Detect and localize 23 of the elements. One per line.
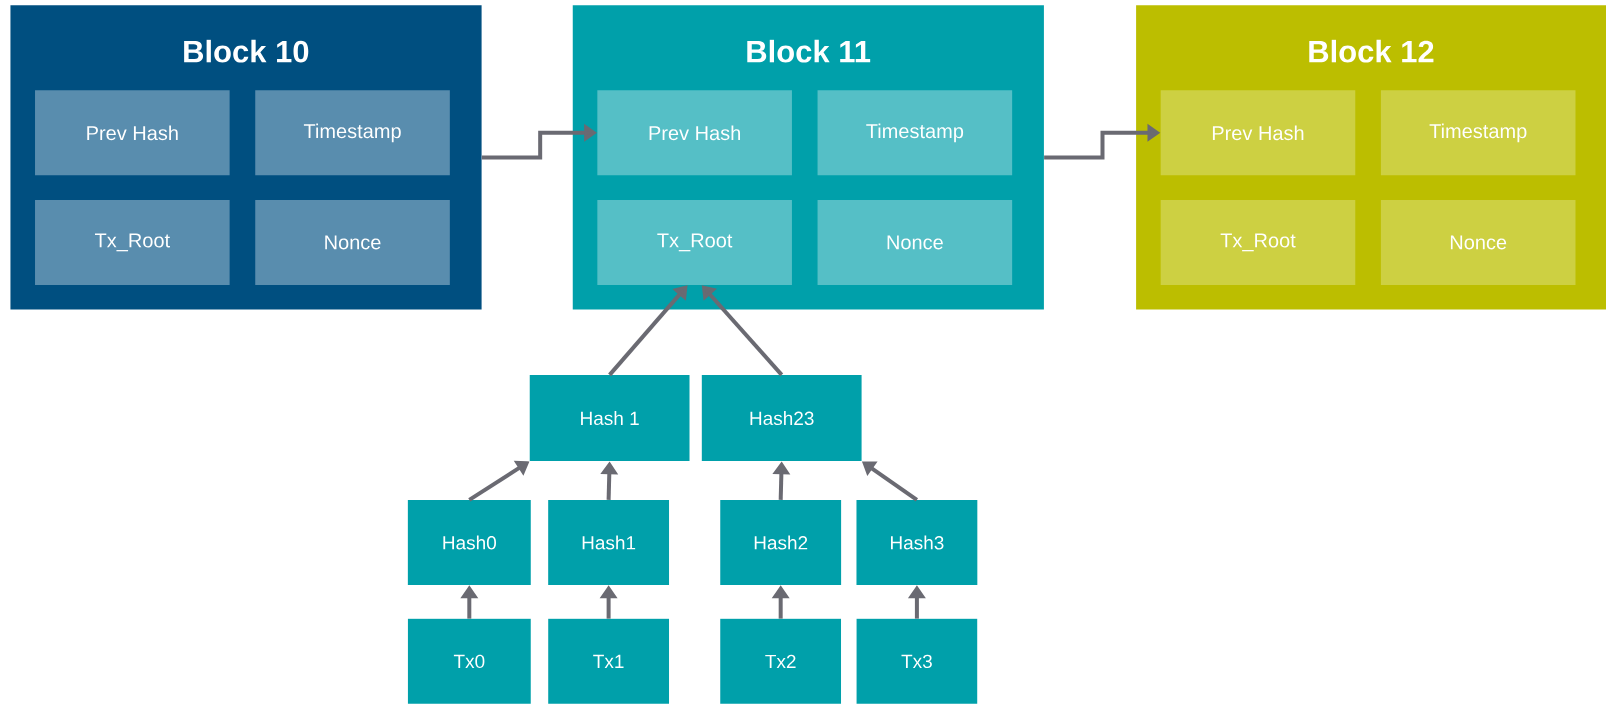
hash-box: Tx0 — [407, 618, 531, 704]
hash-box: Hash23 — [701, 375, 862, 462]
hash-box: Hash2 — [720, 500, 842, 586]
field-box: Prev Hash — [35, 90, 230, 176]
hash-box: Hash0 — [407, 500, 531, 586]
field-box: Tx_Root — [597, 199, 792, 285]
hash-box: Hash 1 — [529, 375, 690, 462]
hash-box: Tx2 — [720, 618, 842, 704]
field-box: Timestamp — [1380, 90, 1576, 176]
field-box: Prev Hash — [1160, 90, 1356, 176]
field-box: Tx_Root — [1160, 199, 1356, 285]
field-box: Tx_Root — [35, 199, 230, 285]
field-box: Nonce — [1380, 199, 1576, 285]
field-box: Prev Hash — [597, 90, 792, 176]
hash-box: Tx3 — [856, 618, 978, 704]
arrow — [608, 285, 688, 377]
field-box: Timestamp — [255, 90, 450, 176]
hash-box: Hash3 — [856, 500, 978, 586]
hash-box: Hash1 — [548, 500, 670, 586]
field-box: Timestamp — [817, 90, 1013, 176]
field-box: Nonce — [255, 199, 450, 285]
hash-box: Tx1 — [548, 618, 670, 704]
field-box: Nonce — [817, 199, 1013, 285]
